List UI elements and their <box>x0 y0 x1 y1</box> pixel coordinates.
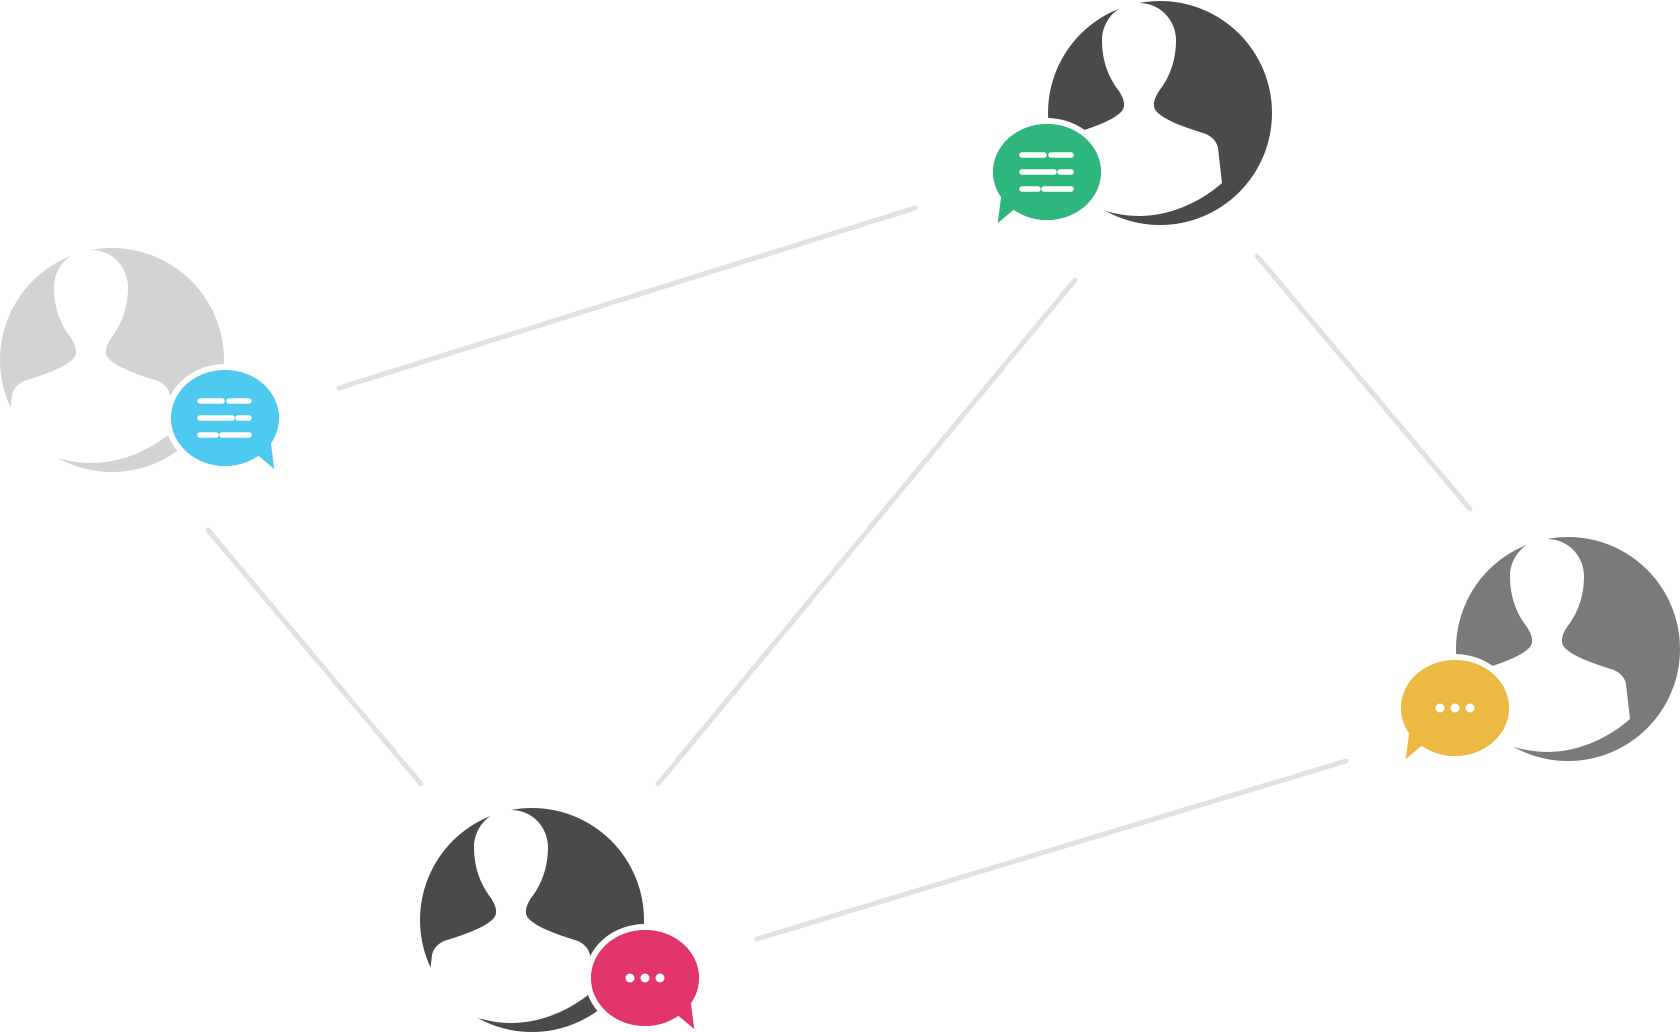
user-right <box>1395 537 1680 762</box>
connectors <box>205 205 1473 942</box>
connector-user-bottom-middle-to-user-right <box>754 758 1349 942</box>
user-top-right <box>987 1 1272 226</box>
typing-bubble-icon <box>585 924 705 1032</box>
user-bottom-middle <box>420 808 705 1032</box>
message-bubble-icon <box>165 364 285 472</box>
connector-user-top-left-to-user-top-right <box>336 205 918 391</box>
typing-bubble-icon <box>1395 654 1515 762</box>
user-top-left <box>0 248 285 472</box>
connector-user-top-right-to-user-right <box>1254 253 1473 512</box>
message-bubble-icon <box>987 118 1107 226</box>
connector-user-top-left-to-user-bottom-middle <box>205 527 424 787</box>
connector-user-top-right-to-user-bottom-middle <box>655 277 1078 787</box>
